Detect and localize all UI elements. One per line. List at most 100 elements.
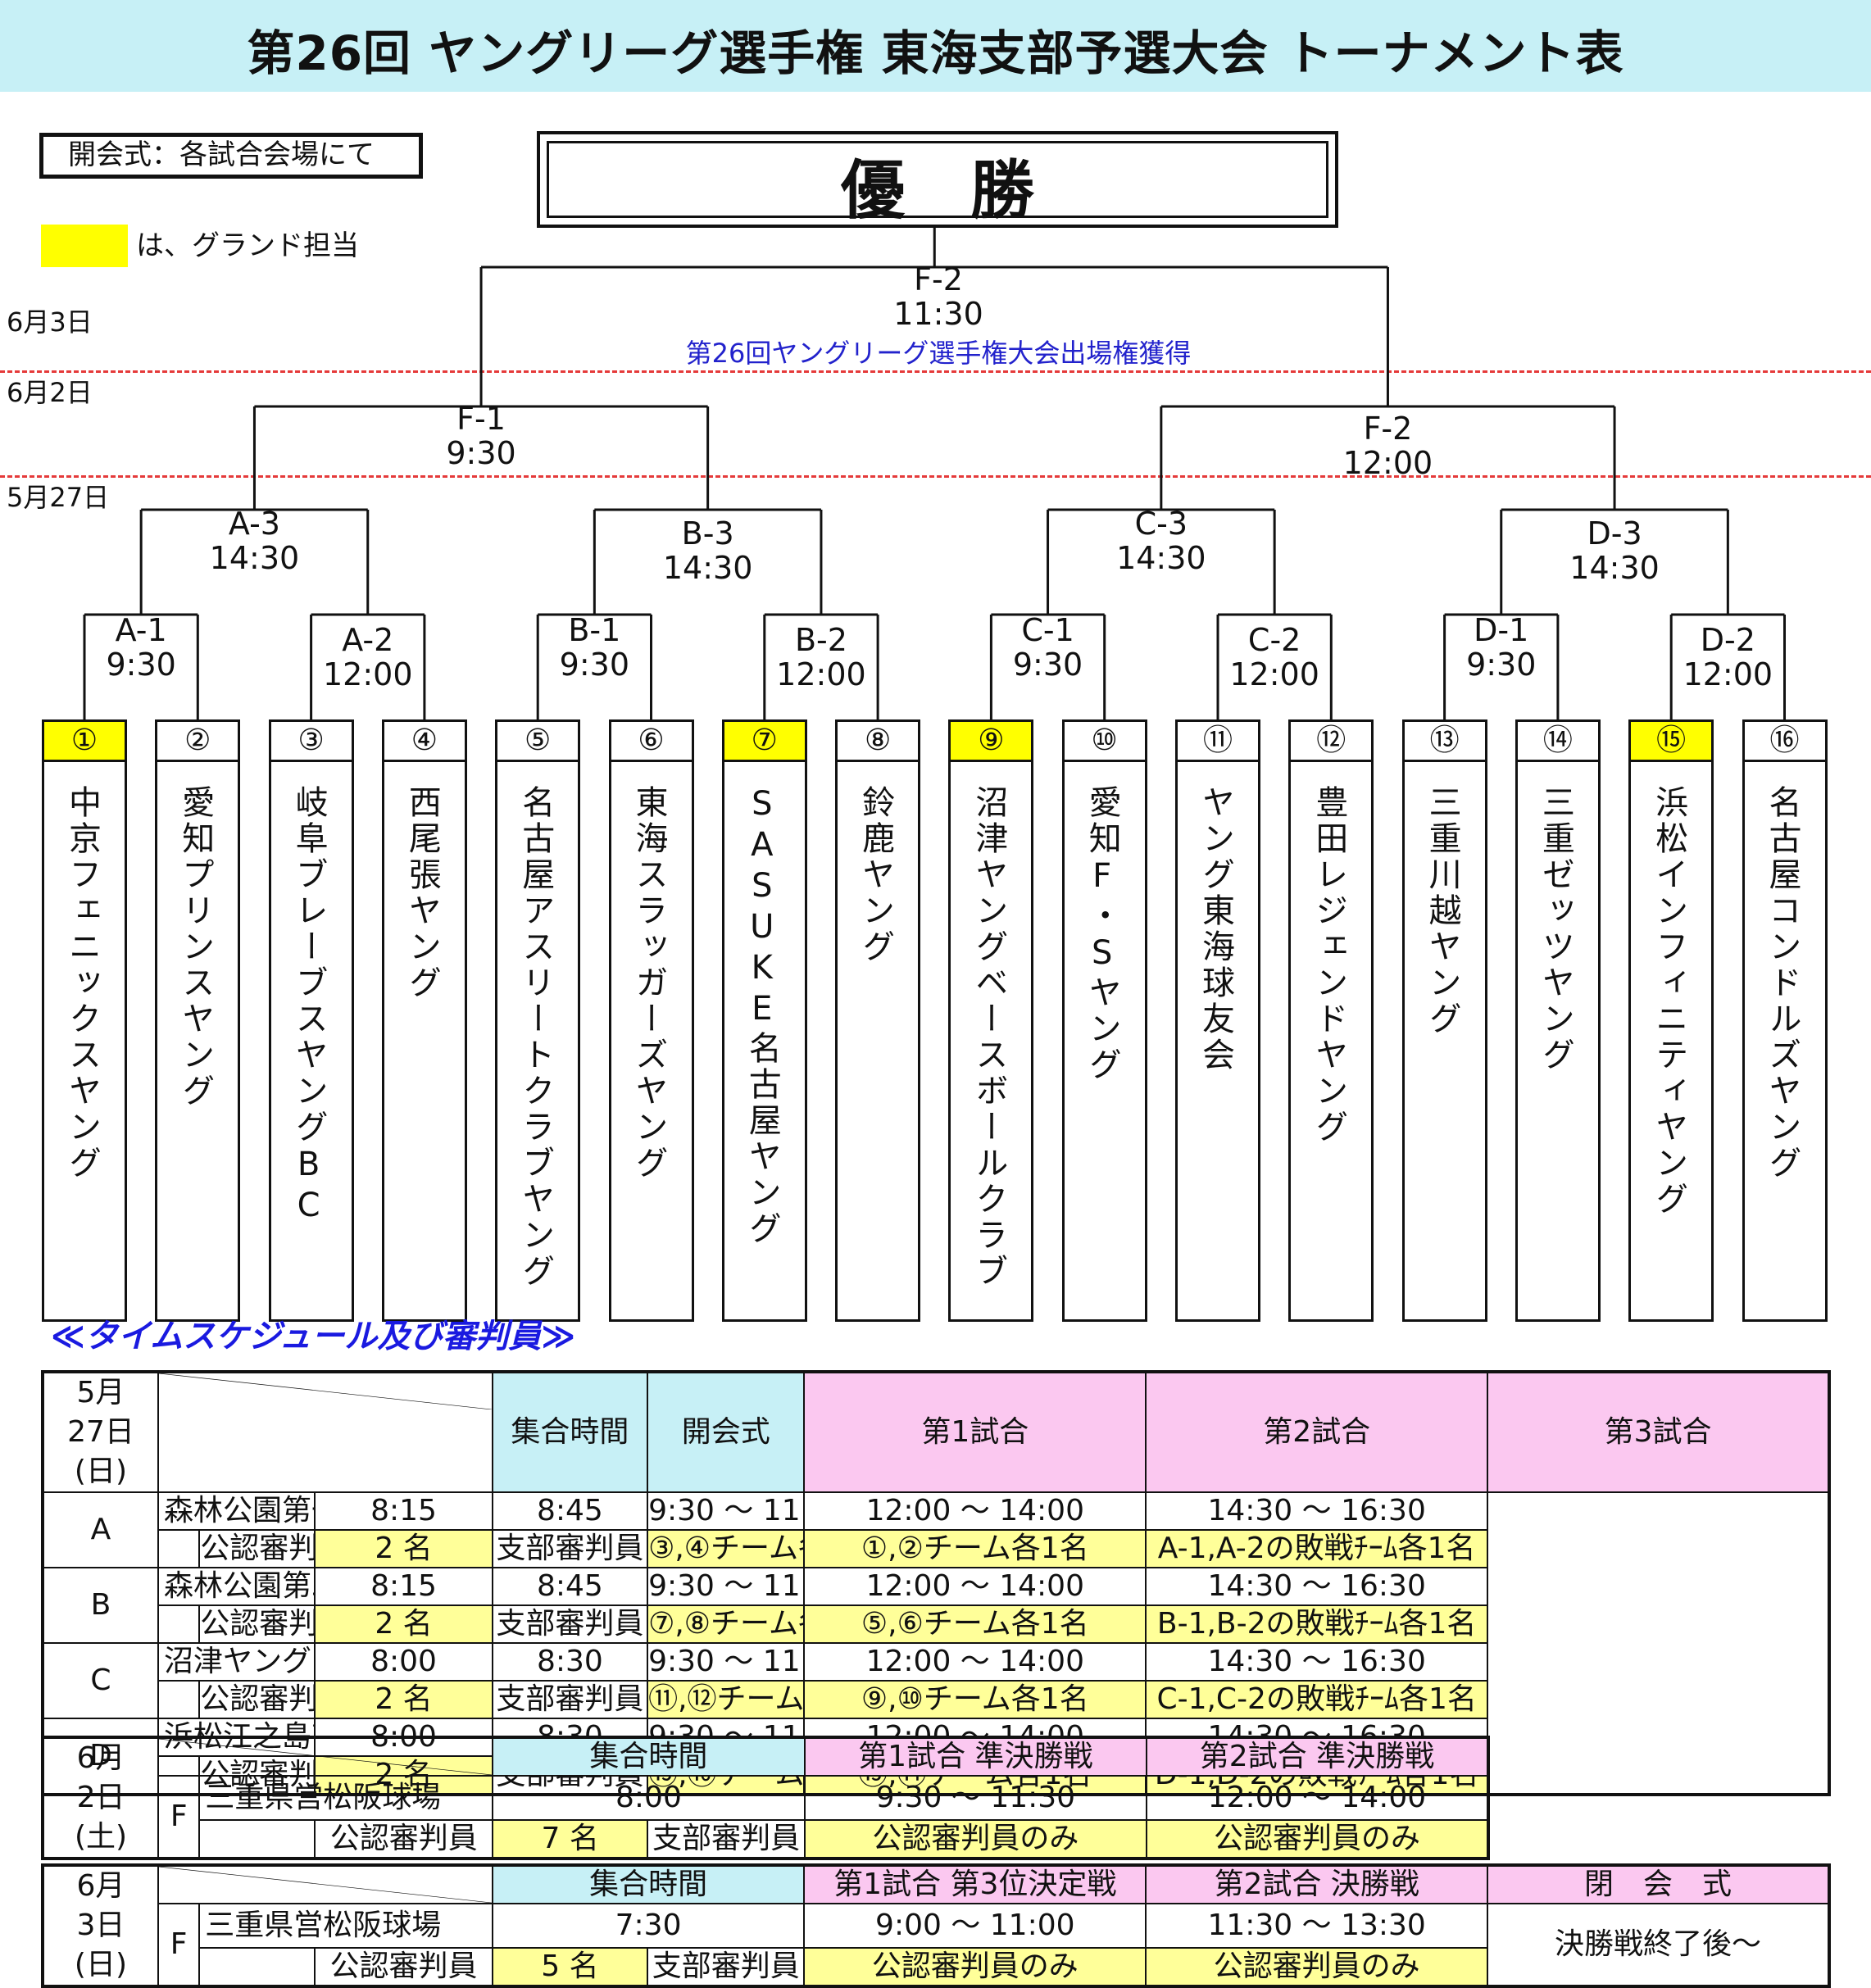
header-game2: 第2試合 決勝戦 (1145, 1864, 1489, 1904)
branch-umpire: 支部審判員 (647, 1819, 806, 1859)
venue-name: 三重県営松阪球場 (198, 1903, 493, 1949)
team-name: 愛知F・Sヤング (1061, 762, 1147, 1322)
group-label: A (42, 1491, 159, 1568)
umpire-game1: 公認審判員のみ (803, 1947, 1147, 1987)
match-code: F-2 (1363, 411, 1413, 447)
game2-time: 11:30 ～ 13:30 (1145, 1903, 1489, 1949)
game1-time: 9:30 ～ 11:30 (803, 1775, 1147, 1821)
header-closing: 閉 会 式 (1487, 1864, 1830, 1904)
umpire-game1: 公認審判員のみ (803, 1819, 1147, 1859)
umpire-label: 公認審判員 (314, 1947, 493, 1987)
team-name: 名古屋アスリートクラブヤング (495, 762, 581, 1322)
day2-date: 6月 2日 (土) (41, 1736, 160, 1859)
team-name: 中京フェニックスヤング (42, 762, 127, 1322)
date-line: 5月 (76, 1376, 125, 1409)
diagonal-line (159, 1373, 491, 1409)
header-opening: 開会式 (647, 1371, 806, 1493)
match-code: F-2 (914, 261, 963, 297)
match-final: F-2 11:30 (852, 262, 1024, 331)
team-number: ⑨ (948, 719, 1034, 762)
team-number: ⑫ (1288, 719, 1374, 762)
match-time: 14:30 (1116, 540, 1206, 576)
branch-umpire: 支部審判員 (491, 1680, 649, 1719)
game2-time: 12:00 ～ 14:00 (803, 1642, 1147, 1682)
group-label: C (42, 1642, 159, 1719)
team-number: ⑥ (608, 719, 694, 762)
group-label: B (42, 1567, 159, 1644)
team-number: ⑬ (1401, 719, 1487, 762)
match-code: D-2 (1700, 622, 1755, 658)
header-game2: 第2試合 (1145, 1371, 1489, 1493)
title-bar (0, 0, 1871, 92)
opening-time: 8:30 (491, 1642, 649, 1682)
date-line: 6月 (76, 1869, 125, 1903)
umpire-count: 2 名 (314, 1529, 493, 1568)
branch-umpire: 支部審判員 (491, 1529, 649, 1568)
schedule-table-day3: 6月 3日 (日) 集合時間 第1試合 第3位決定戦 第2試合 決勝戦 閉 会 … (41, 1863, 1831, 1988)
legend-swatch (41, 225, 128, 267)
venue-name: 沼津ヤングBC専用G (157, 1642, 316, 1682)
umpire-count: 2 名 (314, 1680, 493, 1719)
match-time: 11:30 (893, 296, 983, 332)
venue-name: 森林公園第一野球場 (157, 1491, 316, 1531)
match-time: 12:00 (1683, 656, 1773, 692)
date-line: (土) (74, 1820, 128, 1854)
match-code: B-1 (568, 612, 621, 648)
spacer (157, 1680, 200, 1718)
match-time: 14:30 (662, 550, 753, 586)
umpire-count: 7 名 (492, 1819, 649, 1859)
group-label: F (157, 1775, 201, 1859)
umpire-count: 2 名 (314, 1604, 493, 1644)
opening-time: 8:45 (491, 1491, 649, 1531)
match-time: 12:00 (776, 656, 866, 692)
umpire-game3: C-1,C-2の敗戦ﾁｰﾑ各1名 (1145, 1680, 1489, 1719)
team-name: 愛知プリンスヤング (155, 762, 241, 1322)
game3-time: 14:30 ～ 16:30 (1145, 1642, 1489, 1682)
match-code: D-3 (1587, 515, 1642, 551)
legend-text: は、グランド担当 (136, 229, 359, 262)
champion-box: 優勝 (537, 131, 1338, 228)
team-name: 豊田レジェンドヤング (1288, 762, 1374, 1322)
match-code: A-2 (342, 622, 394, 658)
match-time: 9:30 (446, 435, 516, 471)
team-name: ヤング東海球友会 (1175, 762, 1260, 1322)
day3-date: 6月 3日 (日) (42, 1864, 159, 1987)
umpire-game1: ⑦,⑧チーム各1名 (647, 1604, 806, 1644)
date-label-semis: 6月2日 (7, 377, 93, 408)
team-name: 西尾張ヤング (381, 762, 467, 1322)
game1-time: 9:30 ～ 11:30 (647, 1567, 806, 1606)
team-name: 鈴鹿ヤング (835, 762, 921, 1322)
venue-name: 三重県営松阪球場 (198, 1775, 494, 1821)
umpire-count: 5 名 (491, 1947, 649, 1987)
team-number: ⑧ (835, 719, 921, 762)
match-code: F-1 (456, 401, 506, 437)
gather-time: 7:30 (491, 1903, 806, 1949)
opening-ceremony-note: 開会式：各試合会場にて (39, 133, 423, 179)
header-gather: 集合時間 (491, 1371, 649, 1493)
game1-time: 9:30 ～ 11:30 (647, 1642, 806, 1682)
match-time: 9:30 (1466, 647, 1537, 683)
date-line: 3日 (76, 1909, 125, 1942)
diagonal-line (160, 1739, 487, 1774)
spacer (199, 1947, 316, 1986)
umpire-game2: 公認審判員のみ (1145, 1947, 1489, 1987)
champion-inner-frame (547, 141, 1328, 218)
game3-time: 14:30 ～ 16:30 (1145, 1567, 1489, 1606)
match-code: B-3 (681, 515, 734, 551)
match-code: A-1 (115, 612, 167, 648)
umpire-game3: B-1,B-2の敗戦ﾁｰﾑ各1名 (1145, 1604, 1489, 1644)
umpire-game1: ③,④チーム各1名 (647, 1529, 806, 1568)
opening-time: 8:45 (491, 1567, 649, 1606)
game2-time: 12:00 ～ 14:00 (1145, 1775, 1490, 1821)
game2-time: 12:00 ～ 14:00 (803, 1567, 1147, 1606)
match-time: 14:30 (1569, 550, 1660, 586)
umpire-game2: 公認審判員のみ (1145, 1819, 1490, 1859)
branch-umpire: 支部審判員 (491, 1604, 649, 1644)
date-label-final: 6月3日 (7, 306, 93, 338)
header-gather: 集合時間 (491, 1864, 806, 1904)
